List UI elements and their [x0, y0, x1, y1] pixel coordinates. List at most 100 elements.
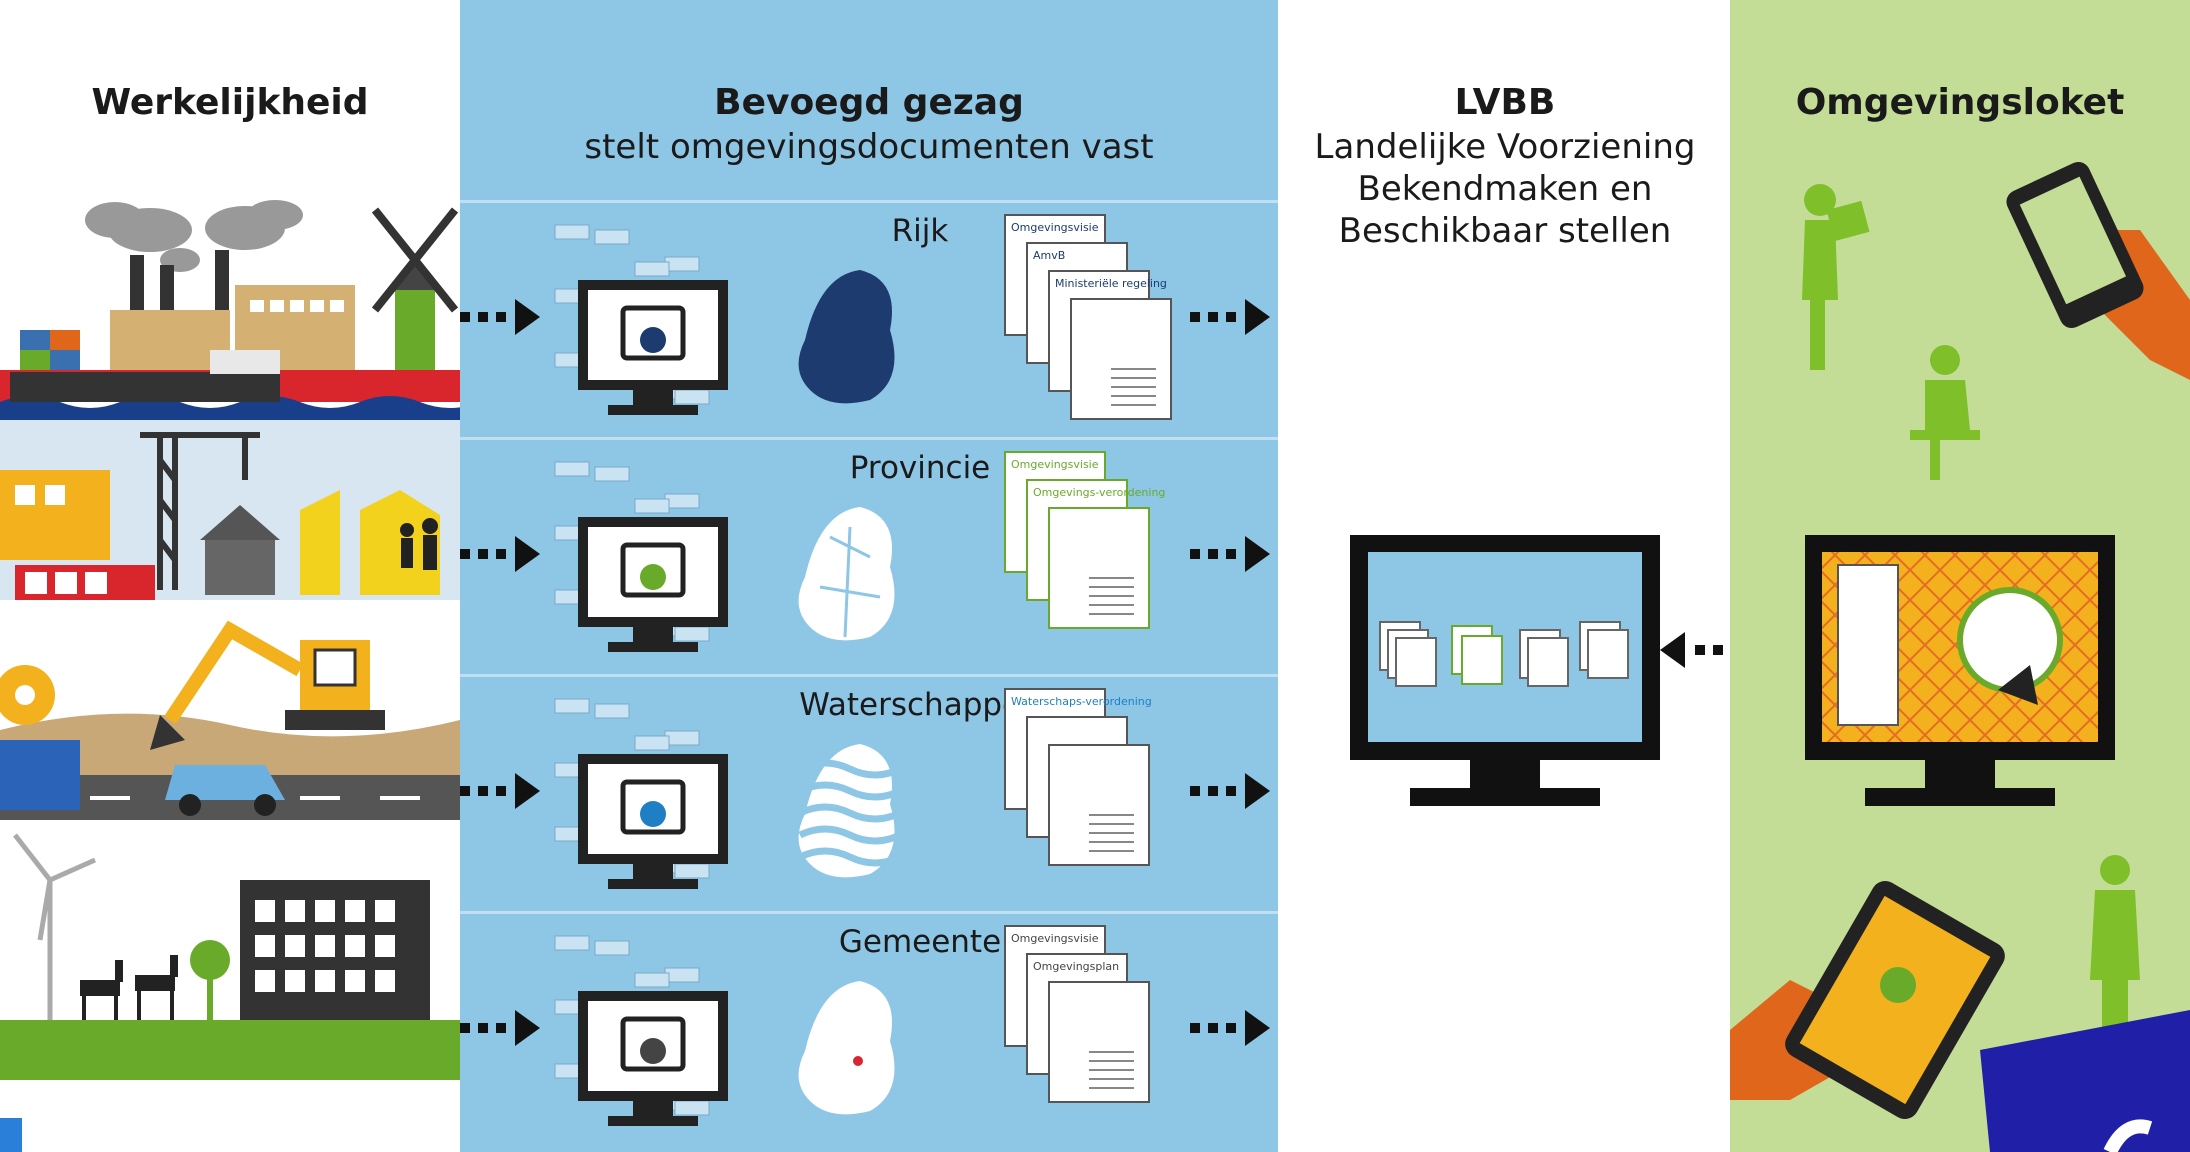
- form-field: [664, 730, 700, 746]
- document-stack-icon: [1451, 625, 1503, 685]
- loket-title: Omgevingsloket: [1795, 82, 2125, 123]
- form-field: [674, 389, 710, 405]
- authority-name: Rijk: [891, 213, 949, 249]
- loket-heading: Omgevingsloket: [1730, 80, 2190, 126]
- lvbb-title: LVBB: [1454, 82, 1556, 123]
- person-reading-icon: [1802, 184, 1870, 370]
- containers: [20, 330, 80, 370]
- phone-in-hand-icon: [2006, 161, 2190, 380]
- authority-row-rijk: Rijk: [460, 200, 1278, 439]
- reality-column: Werkelijkheid: [0, 0, 460, 1152]
- info-icon: [640, 1038, 666, 1064]
- authority-row-gemeente: Gemeente: [460, 911, 1278, 1150]
- authority-column: Bevoegd gezag stelt omgevingsdocumenten …: [460, 0, 1278, 1152]
- authority-name: Waterschappen: [799, 687, 1041, 723]
- document-label: Omgevingsvisie: [1011, 221, 1099, 234]
- water-waves: [798, 781, 902, 801]
- house: [205, 540, 275, 595]
- authority-name: Gemeente: [838, 924, 1002, 960]
- construction-scene: [0, 420, 460, 637]
- ship: [10, 372, 280, 402]
- loket-column: Omgevingsloket: [1730, 0, 2190, 1152]
- monitor-stand: [633, 627, 673, 643]
- form-field: [554, 461, 590, 477]
- info-icon: [640, 801, 666, 827]
- form-field: [594, 940, 630, 956]
- document-icon: [1048, 981, 1150, 1103]
- form-field: [634, 735, 670, 751]
- document-icon: [1070, 298, 1172, 420]
- form-field: [634, 498, 670, 514]
- monitor-base: [608, 1116, 698, 1126]
- person-at-desk-icon: [1910, 345, 1980, 480]
- magnifier-icon: [1957, 587, 2063, 693]
- monitor-stand: [633, 864, 673, 880]
- reality-illustration: [0, 200, 460, 1140]
- document-stack-icon: [1519, 629, 1569, 687]
- nature-scene: [0, 820, 460, 1140]
- monitor-stand: [633, 1101, 673, 1117]
- windmill: [371, 207, 459, 370]
- water-waves: [798, 847, 902, 867]
- authority-subtitle: stelt omgevingsdocumenten vast: [584, 127, 1154, 167]
- yellow-house: [300, 490, 340, 595]
- grass: [0, 1020, 460, 1080]
- province-borders: [819, 526, 881, 638]
- form-field: [594, 466, 630, 482]
- document-label: Ministeriële regeling: [1055, 277, 1167, 290]
- arrow-dot: [1695, 645, 1705, 655]
- tablet-in-hands-icon: [1730, 881, 2005, 1119]
- crane: [140, 432, 260, 590]
- cursor-icon: [1998, 665, 2038, 705]
- form-field: [674, 1100, 710, 1116]
- truck: [0, 740, 80, 810]
- form-field: [594, 703, 630, 719]
- form-field: [634, 972, 670, 988]
- municipality-marker: [853, 1056, 863, 1066]
- document-stack-icon: [1379, 621, 1437, 687]
- lvbb-monitor: [1350, 535, 1660, 806]
- authority-heading: Bevoegd gezag stelt omgevingsdocumenten …: [460, 80, 1278, 168]
- edge-mark: [0, 1118, 22, 1152]
- monitor-base: [608, 405, 698, 415]
- authority-row-provincie: Provincie: [460, 437, 1278, 676]
- corner-badge: [1980, 1010, 2190, 1152]
- document-label: Omgevingsvisie: [1011, 932, 1099, 945]
- form-field: [674, 626, 710, 642]
- car: [165, 765, 285, 816]
- wind-turbine: [13, 833, 97, 1020]
- loket-monitor: [1805, 535, 2115, 806]
- document-label: Omgevingsplan: [1033, 960, 1119, 973]
- document-icon: [1048, 744, 1150, 866]
- form-field: [664, 967, 700, 983]
- form-field: [634, 261, 670, 277]
- excavator: [150, 620, 385, 750]
- netherlands-map-icon: [798, 270, 895, 404]
- form-field: [664, 493, 700, 509]
- document-stack-icon: [1579, 621, 1629, 679]
- water-waves: [798, 825, 902, 845]
- info-icon: [640, 327, 666, 353]
- sand: [0, 713, 460, 775]
- family: [400, 518, 438, 570]
- road-scene: [0, 600, 460, 820]
- document-icon: [1048, 507, 1150, 629]
- water-waves: [798, 759, 902, 779]
- authority-name: Provincie: [849, 450, 991, 486]
- loket-illustration: [1730, 161, 2190, 1119]
- authority-row-graphics: Waterschaps-verordening: [554, 688, 1152, 889]
- house-roof: [200, 505, 280, 540]
- form-field: [554, 224, 590, 240]
- lvbb-heading: LVBB Landelijke Voorziening Bekendmaken …: [1290, 80, 1720, 252]
- form-field: [554, 698, 590, 714]
- arrow-dot: [1713, 645, 1723, 655]
- monitor-base: [608, 879, 698, 889]
- reality-title: Werkelijkheid: [91, 82, 369, 123]
- industry-scene: [0, 200, 460, 420]
- yellow-house: [360, 490, 440, 595]
- monitor-stand: [633, 390, 673, 406]
- authority-row-waterschappen: Waterschappen: [460, 674, 1278, 913]
